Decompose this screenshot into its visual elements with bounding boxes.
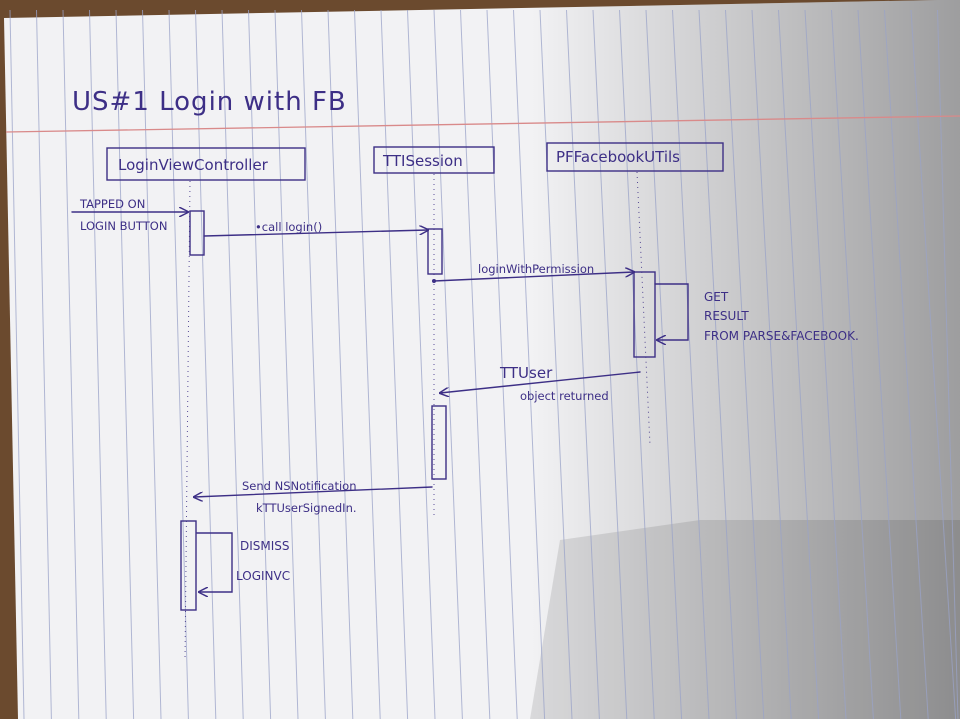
message-arrow-ttuser bbox=[440, 371, 641, 393]
message-label-login-with-permission: loginWithPermission bbox=[478, 262, 594, 276]
rule-line bbox=[884, 9, 929, 719]
message-label-send-notification: Send NSNotification bbox=[242, 479, 357, 493]
participant-box-lvc bbox=[106, 147, 306, 181]
rule-line bbox=[274, 9, 299, 719]
participant-label-fbutils: PFFacebookUTils bbox=[556, 148, 680, 166]
self-call-text-dismiss: DISMISS bbox=[240, 539, 290, 553]
lifeline-fbutils bbox=[636, 171, 651, 446]
participant-label-session: TTISession bbox=[382, 152, 463, 170]
rule-line bbox=[857, 9, 902, 719]
self-call-text-loginvc: LOGINVC bbox=[236, 569, 290, 583]
rule-line bbox=[433, 9, 463, 719]
rule-line bbox=[62, 9, 80, 719]
rule-line bbox=[566, 9, 600, 719]
self-call-text-get: GET bbox=[704, 290, 729, 304]
message-arrow-login-with-permission bbox=[433, 272, 634, 282]
rule-line bbox=[592, 9, 628, 719]
rule-line bbox=[778, 9, 820, 719]
message-sublabel-send-notification: kTTUserSignedIn. bbox=[256, 501, 357, 515]
rule-line bbox=[486, 9, 518, 719]
activation-session-1 bbox=[427, 228, 443, 275]
rule-line bbox=[619, 9, 655, 719]
rule-line bbox=[168, 9, 189, 719]
rule-line bbox=[539, 9, 573, 719]
rule-line bbox=[672, 9, 710, 719]
rule-line bbox=[407, 9, 436, 719]
rule-line bbox=[301, 9, 326, 719]
participant-box-session bbox=[373, 146, 495, 174]
message-label-call-login: •call login() bbox=[255, 220, 322, 234]
trigger-text-line1: TAPPED ON bbox=[79, 197, 145, 211]
rule-line bbox=[698, 9, 737, 719]
rule-line bbox=[327, 9, 354, 719]
rule-line bbox=[89, 9, 107, 719]
rule-line bbox=[9, 9, 25, 719]
rule-line bbox=[380, 9, 409, 719]
rule-line bbox=[354, 9, 381, 719]
activation-lvc-1 bbox=[189, 210, 205, 256]
rule-line bbox=[142, 9, 162, 719]
message-arrow-send-notification bbox=[194, 486, 433, 497]
participant-label-lvc: LoginViewController bbox=[118, 156, 269, 174]
participant-box-fbutils bbox=[546, 142, 724, 172]
diagram-title: US#1 Login with FB bbox=[72, 87, 347, 117]
rule-line bbox=[645, 9, 683, 719]
self-call-arrow-dismiss bbox=[196, 532, 233, 592]
message-label-ttuser: TTUser bbox=[499, 364, 553, 382]
ruled-lines bbox=[9, 9, 959, 719]
activation-session-2 bbox=[431, 405, 447, 480]
self-call-arrow-get-result bbox=[654, 283, 689, 340]
message-origin-dot bbox=[432, 279, 436, 283]
self-call-text-result: RESULT bbox=[704, 309, 749, 323]
rule-line bbox=[460, 9, 491, 719]
message-sublabel-ttuser: object returned bbox=[520, 389, 609, 403]
rule-line bbox=[804, 9, 847, 719]
rule-line bbox=[937, 9, 959, 719]
hand-shadow bbox=[530, 520, 960, 719]
rule-line bbox=[115, 9, 135, 719]
message-arrow-call-login bbox=[203, 230, 428, 237]
rule-line bbox=[725, 9, 765, 719]
activation-fbutils bbox=[633, 271, 656, 358]
trigger-text-line2: LOGIN BUTTON bbox=[80, 219, 167, 233]
self-call-text-from: FROM PARSE&FACEBOOK. bbox=[704, 329, 859, 343]
margin-line bbox=[5, 115, 960, 133]
rule-line bbox=[751, 9, 792, 719]
rule-line bbox=[513, 9, 546, 719]
activation-lvc-2 bbox=[180, 520, 197, 611]
rule-line bbox=[831, 9, 874, 719]
rule-line bbox=[910, 9, 957, 719]
rule-line bbox=[36, 9, 52, 719]
